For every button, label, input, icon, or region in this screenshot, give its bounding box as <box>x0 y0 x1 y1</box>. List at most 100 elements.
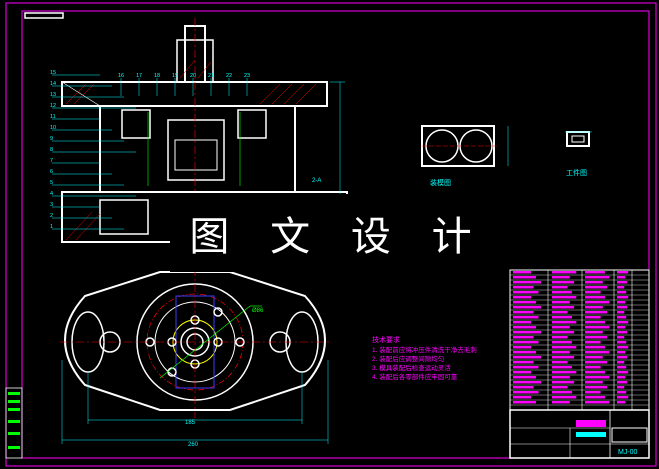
table-cell-text <box>552 316 572 319</box>
table-cell-text <box>513 351 536 354</box>
table-cell-text <box>513 361 534 364</box>
table-cell-text <box>513 321 531 324</box>
table-cell-text <box>617 361 625 364</box>
callout-label-left: 1 <box>50 224 53 230</box>
table-cell-text <box>585 346 605 349</box>
plan-view <box>60 268 330 444</box>
table-cell-text <box>552 281 575 284</box>
table-cell-text <box>513 401 536 404</box>
callout-label-left: 7 <box>50 158 53 164</box>
callout-label-left: 8 <box>50 147 53 153</box>
table-cell-text <box>617 296 629 299</box>
notes-item-3: 3. 模具装配后检查运动灵活 <box>372 363 451 372</box>
inner-border <box>21 10 650 459</box>
table-cell-text <box>585 351 610 354</box>
notes-title: 技术要求 <box>372 335 400 344</box>
callout-label-left: 3 <box>50 202 53 208</box>
table-cell-text <box>617 346 629 349</box>
table-cell-text <box>552 346 577 349</box>
table-cell-text <box>513 366 539 369</box>
table-cell-text <box>585 341 601 344</box>
table-cell-text <box>617 371 629 374</box>
drawing-number: MJ-00 <box>618 449 638 456</box>
table-cell-text <box>585 296 605 299</box>
callout-label-left: 11 <box>50 114 56 120</box>
dim-d-label: 2-A <box>312 178 321 184</box>
assembly-mini-view <box>421 125 509 167</box>
notes-item-2: 2. 装配后应调整间隙均匀 <box>372 354 444 363</box>
table-cell-text <box>617 396 629 399</box>
table-cell-text <box>617 271 629 274</box>
table-cell-text <box>552 286 568 289</box>
table-cell-text <box>552 361 568 364</box>
table-cell-text <box>585 376 610 379</box>
table-cell-text <box>585 366 601 369</box>
table-cell-text <box>617 381 628 384</box>
callout-label-left: 10 <box>50 125 56 131</box>
callout-label-top: 18 <box>154 73 160 79</box>
table-cell-text <box>513 341 539 344</box>
table-cell-text <box>617 336 625 339</box>
table-cell-text <box>513 326 536 329</box>
table-cell-text <box>513 301 536 304</box>
table-cell-text <box>617 321 629 324</box>
table-cell-text <box>552 276 570 279</box>
table-cell-text <box>617 306 628 309</box>
table-cell-text <box>617 331 628 334</box>
table-cell-text <box>617 276 626 279</box>
callout-label-left: 14 <box>50 81 56 87</box>
table-cell-text <box>585 316 601 319</box>
table-cell-text <box>513 316 539 319</box>
corner-tag <box>24 12 64 19</box>
table-cell-text <box>617 351 626 354</box>
table-cell-text <box>513 356 541 359</box>
table-cell-text <box>617 391 627 394</box>
table-cell-text <box>552 271 577 274</box>
table-cell-text <box>552 306 575 309</box>
parts-list-table <box>509 269 650 411</box>
callout-label-left: 4 <box>50 191 53 197</box>
table-cell-text <box>617 326 626 329</box>
table-cell-text <box>513 281 541 284</box>
table-cell-text <box>513 336 534 339</box>
table-cell-text <box>585 321 605 324</box>
table-cell-text <box>513 291 539 294</box>
table-cell-text <box>552 336 568 339</box>
table-cell-text <box>585 361 608 364</box>
callout-label-top: 17 <box>136 73 142 79</box>
table-cell-text <box>617 281 628 284</box>
table-cell-text <box>552 396 577 399</box>
outer-border <box>5 2 657 467</box>
dim-b-label: 260 <box>188 442 199 448</box>
table-cell-text <box>552 391 572 394</box>
table-cell-text <box>552 366 572 369</box>
table-cell-text <box>513 346 531 349</box>
table-cell-text <box>552 351 570 354</box>
table-cell-text <box>585 336 608 339</box>
callout-label-top: 16 <box>118 73 124 79</box>
table-cell-text <box>617 311 625 314</box>
table-cell-text <box>585 331 603 334</box>
table-cell-text <box>585 401 610 404</box>
callout-label-left: 13 <box>50 92 56 98</box>
table-cell-text <box>617 376 626 379</box>
table-cell-text <box>585 301 610 304</box>
table-cell-text <box>585 371 605 374</box>
callout-label-left: 5 <box>50 180 53 186</box>
table-cell-text <box>513 381 541 384</box>
callout-label-top: 19 <box>172 73 178 79</box>
table-cell-text <box>552 371 577 374</box>
table-cell-text <box>617 291 627 294</box>
table-cell-text <box>513 376 536 379</box>
table-cell-text <box>513 306 541 309</box>
table-cell-text <box>617 316 627 319</box>
table-cell-text <box>552 321 577 324</box>
table-cell-text <box>585 286 608 289</box>
table-cell-text <box>617 341 627 344</box>
callout-label-left: 2 <box>50 213 53 219</box>
title-block <box>509 409 650 459</box>
table-cell-text <box>513 371 531 374</box>
callout-label-left: 9 <box>50 136 53 142</box>
